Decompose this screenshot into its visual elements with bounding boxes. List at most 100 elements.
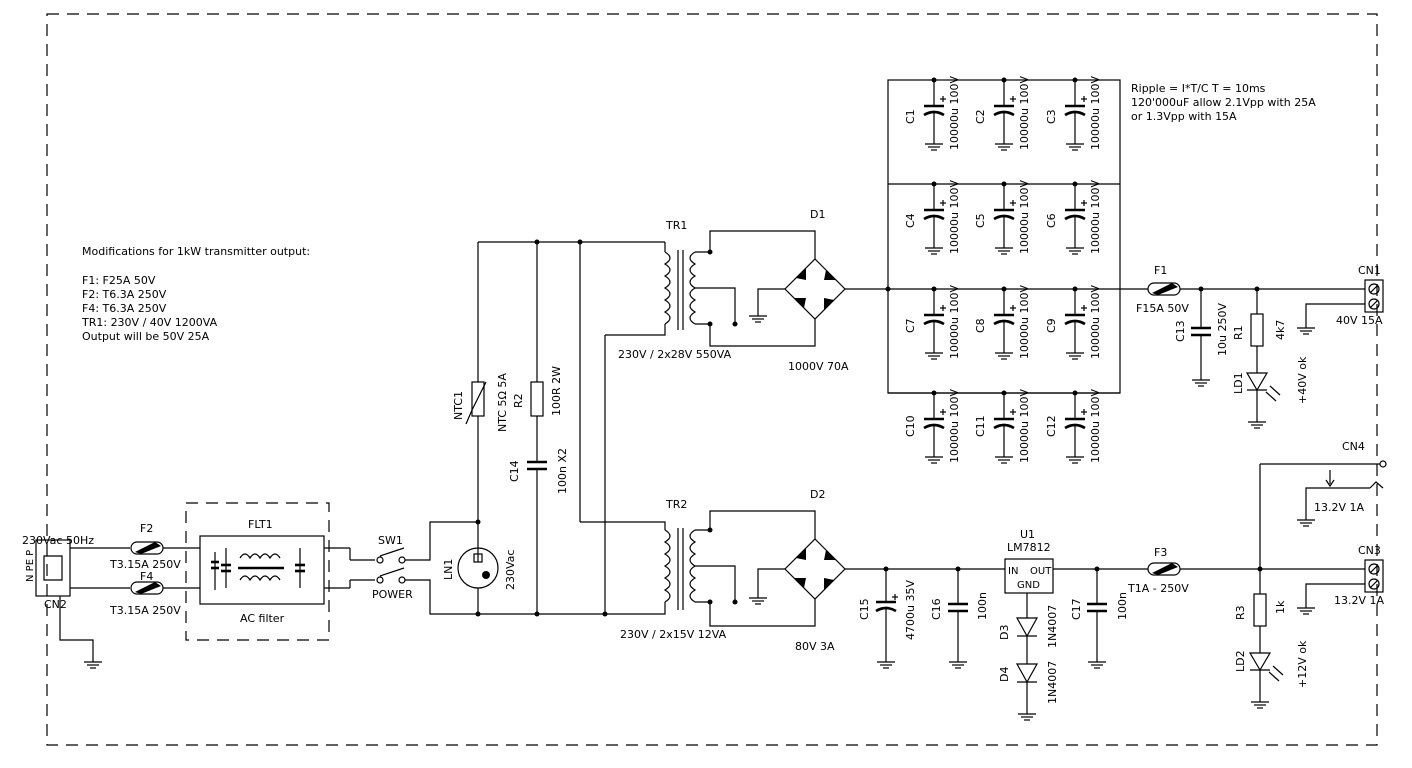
svg-text:POWER: POWER [372,588,413,601]
svg-text:CN3: CN3 [1358,544,1381,557]
resistor-r1: R1 4k7 [1232,289,1287,373]
svg-text:R2: R2 [512,393,525,408]
svg-text:230Vac: 230Vac [504,550,517,590]
svg-text:100n X2: 100n X2 [556,448,569,494]
mod-line-output: Output will be 50V 25A [82,330,210,343]
capacitor-c15: C15 4700u 35V [858,569,917,669]
svg-text:F2: F2 [140,522,153,535]
output-jack-cn4: CN4 13.2V 1A [1260,440,1387,514]
svg-text:CN4: CN4 [1342,440,1365,453]
regulator-u1: U1 LM7812 IN OUT GND [1004,528,1054,594]
svg-text:13.2V 1A: 13.2V 1A [1314,501,1365,514]
svg-text:D1: D1 [810,208,825,221]
svg-text:10u 250V: 10u 250V [1216,303,1229,356]
capacitor-c17: C17 100n [1070,569,1129,669]
capacitor-c5: C5 10000u 100V [974,180,1031,254]
capacitor-c8: C8 10000u 100V [974,285,1031,359]
svg-text:230V / 2x15V 12VA: 230V / 2x15V 12VA [620,628,727,641]
cap-value: 10000u 100V [1018,180,1031,254]
ripple-note: Ripple = I*T/C T = 10ms 120'000uF allow … [1131,82,1316,123]
led-ld2: LD2 +12V ok [1234,640,1309,709]
svg-text:1000V 70A: 1000V 70A [788,360,849,373]
thermistor-ntc1: NTC1 NTC 5Ω 5A [452,373,509,432]
svg-text:C14: C14 [508,460,521,482]
modifications-note: Modifications for 1kW transmitter output… [81,245,310,343]
cap-value: 10000u 100V [948,76,961,150]
cap-value: 10000u 100V [1018,389,1031,463]
svg-text:4700u 35V: 4700u 35V [904,580,917,640]
svg-text:AC filter: AC filter [240,612,285,625]
svg-text:4k7: 4k7 [1274,320,1287,340]
svg-text:C15: C15 [858,598,871,620]
svg-text:TR1: TR1 [665,219,687,232]
bridge-rectifier-d2: D2 80V 3A [784,488,846,653]
svg-text:F1: F1 [1154,264,1167,277]
svg-text:F15A 50V: F15A 50V [1136,302,1189,315]
svg-text:+12V ok: +12V ok [1296,640,1309,688]
capacitor-c13: C13 10u 250V [1174,289,1229,387]
svg-text:LN1: LN1 [442,559,455,580]
cap-value: 10000u 100V [1089,180,1102,254]
led-ld1: LD1 +40V ok [1232,356,1309,429]
cap-ref: C8 [974,318,987,333]
mod-line-tr1: TR1: 230V / 40V 1200VA [81,316,218,329]
bridge-rectifier-d1: D1 1000V 70A [784,208,849,373]
cap-value: 10000u 100V [1018,285,1031,359]
fuse-f2: F2 T3.15A 250V [109,522,181,571]
svg-text:CN1: CN1 [1358,264,1381,277]
cap-ref: C9 [1045,318,1058,333]
svg-text:FLT1: FLT1 [248,518,273,531]
cap-ref: C1 [904,109,917,124]
svg-text:D2: D2 [810,488,825,501]
neon-lamp-ln1: LN1 230Vac [442,522,517,614]
svg-text:GND: GND [1017,580,1040,591]
fuse-f1: F1 F15A 50V [1136,264,1189,315]
svg-text:C13: C13 [1174,320,1187,342]
sheet-border [46,13,1378,746]
svg-text:13.2V 1A: 13.2V 1A [1334,594,1385,607]
mod-line-f4: F4: T6.3A 250V [82,302,167,315]
fuse-f4: F4 T3.15A 250V [109,570,181,617]
diode-d4: D4 1N4007 [998,661,1059,704]
svg-text:T3.15A 250V: T3.15A 250V [109,604,181,617]
svg-text:F3: F3 [1154,546,1167,559]
mod-line-f1: F1: F25A 50V [82,274,156,287]
svg-text:LD1: LD1 [1232,372,1245,394]
svg-text:LM7812: LM7812 [1007,541,1051,554]
cap-ref: C2 [974,109,987,124]
cap-ref: C4 [904,213,917,228]
svg-text:T1A - 250V: T1A - 250V [1127,582,1189,595]
capacitor-c14: C14 100n X2 [508,448,569,494]
pins-label: N PE P [25,550,36,582]
power-switch-sw1: SW1 POWER [372,534,413,601]
svg-text:+40V ok: +40V ok [1296,356,1309,404]
svg-text:230V / 2x28V 550VA: 230V / 2x28V 550VA [618,348,732,361]
svg-text:IN: IN [1008,566,1018,577]
ac-filter-flt1: FLT1 AC filter [185,502,330,641]
ripple-line-1: Ripple = I*T/C T = 10ms [1131,82,1266,95]
cn2-ref: CN2 [44,598,67,611]
svg-text:40V 15A: 40V 15A [1336,314,1383,327]
output-connector-cn3: CN3 13.2V 1A [1334,544,1385,607]
capacitor-c1: C1 10000u 100V [904,76,961,150]
mod-line-f2: F2: T6.3A 250V [82,288,167,301]
svg-text:T3.15A 250V: T3.15A 250V [109,558,181,571]
svg-text:OUT: OUT [1030,566,1052,577]
svg-text:1N4007: 1N4007 [1046,661,1059,704]
svg-text:NTC1: NTC1 [452,391,465,420]
capacitor-c2: C2 10000u 100V [974,76,1031,150]
svg-text:TR2: TR2 [665,498,687,511]
svg-text:R3: R3 [1234,605,1247,620]
cap-value: 10000u 100V [1018,76,1031,150]
svg-text:C17: C17 [1070,598,1083,620]
svg-text:100n: 100n [976,592,989,620]
svg-text:1N4007: 1N4007 [1046,605,1059,648]
svg-text:U1: U1 [1020,528,1035,541]
svg-text:80V 3A: 80V 3A [795,640,835,653]
cap-ref: C5 [974,213,987,228]
svg-text:C16: C16 [930,598,943,620]
